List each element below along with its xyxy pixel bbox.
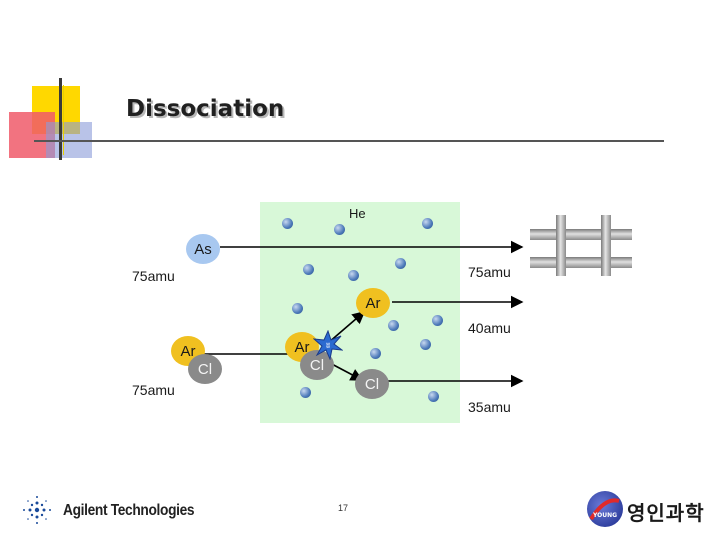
he-atom [432, 315, 443, 326]
he-atom [395, 258, 406, 269]
page-number: 17 [338, 503, 349, 513]
he-atom [282, 218, 293, 229]
arsenic-ion: As [186, 234, 220, 264]
he-atom [388, 320, 399, 331]
he-atom [303, 264, 314, 275]
arcl-mass-in-label: 75amu [132, 382, 175, 398]
title-deco-line [59, 78, 62, 160]
young-lin-text: 영인과학 [627, 501, 705, 525]
agilent-spark-icon [23, 496, 51, 524]
gas-label: He [349, 206, 366, 221]
as-mass-in-label: 75amu [132, 268, 175, 284]
ar-mass-out-label: 40amu [468, 320, 511, 336]
he-atom [334, 224, 345, 235]
young-lin-mark: YOUNG [592, 512, 617, 519]
he-atom [422, 218, 433, 229]
he-atom [348, 270, 359, 281]
title-deco-line-accent [63, 85, 64, 155]
ar-deflect-trajectory [327, 310, 366, 344]
as-mass-out-label: 75amu [468, 264, 511, 280]
title-rule [34, 140, 664, 142]
collision-star-icon: ʬ [313, 330, 343, 360]
young-lin-logo: YOUNG [587, 491, 623, 527]
chlorine-atom-product: Cl [355, 369, 389, 399]
he-atom [300, 387, 311, 398]
he-atom [370, 348, 381, 359]
cl-mass-out-label: 35amu [468, 399, 511, 415]
he-atom [420, 339, 431, 350]
chlorine-atom-incoming: Cl [188, 354, 222, 384]
svg-text:ʬ: ʬ [326, 341, 330, 350]
slide-title: Dissociation [126, 96, 285, 122]
argon-atom-product: Ar [356, 288, 390, 318]
agilent-logo-text: Agilent Technologies [63, 502, 195, 519]
he-atom [428, 391, 439, 402]
he-atom [292, 303, 303, 314]
